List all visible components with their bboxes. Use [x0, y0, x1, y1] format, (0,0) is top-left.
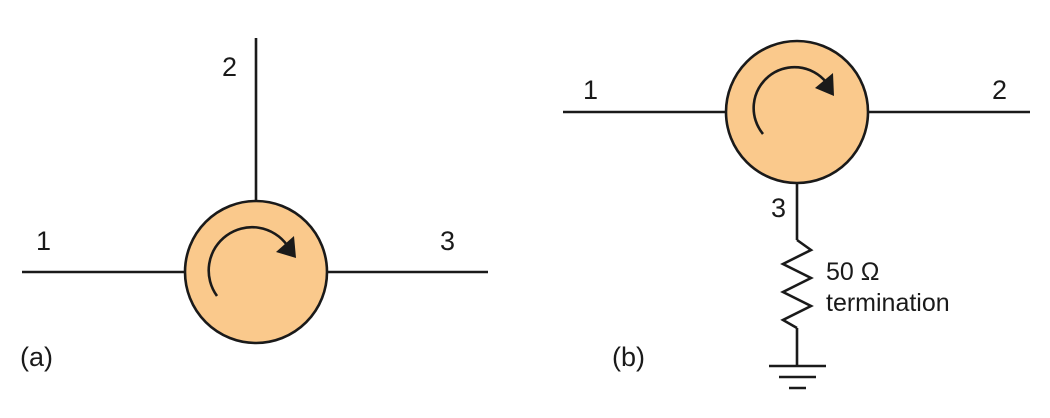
resistor-icon: [780, 238, 814, 330]
port-2-label: 2: [992, 75, 1007, 105]
termination-value-label: 50 Ω: [826, 258, 879, 286]
ground-icon: [769, 364, 826, 390]
port-1-label: 1: [583, 75, 598, 105]
clockwise-arrow-icon: [752, 65, 834, 135]
clockwise-arrow-icon: [207, 225, 296, 297]
termination-label: termination: [826, 289, 950, 317]
port-2-label: 2: [222, 52, 237, 82]
circulator-body: [183, 199, 329, 345]
port-3-label: 3: [771, 193, 786, 223]
diagram-a: 2 1 3 (a): [20, 38, 488, 372]
port-3-label: 3: [440, 226, 455, 256]
panel-label-b: (b): [612, 342, 645, 372]
port-1-label: 1: [36, 226, 51, 256]
diagram-b: 1 2 3 50 Ω termination (b): [563, 39, 1030, 390]
panel-label-a: (a): [20, 342, 53, 372]
circulator-body: [724, 39, 870, 185]
